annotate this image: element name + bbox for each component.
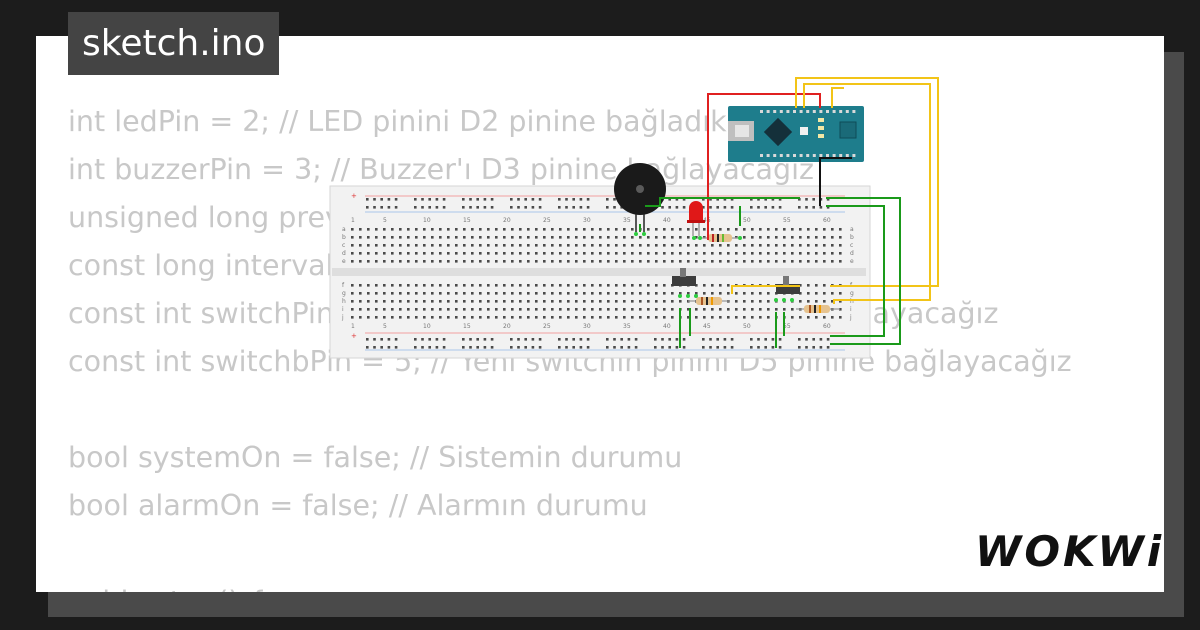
code-line: bool systemOn = false; // Sistemin durum… bbox=[68, 441, 683, 474]
wire-joints bbox=[634, 232, 794, 302]
svg-text:+: + bbox=[351, 332, 357, 340]
breadboard-row-letter: b bbox=[342, 234, 346, 241]
breadboard-column-number: 15 bbox=[463, 217, 471, 224]
resistor-icon bbox=[688, 234, 840, 313]
breadboard-row-letter: d bbox=[850, 250, 854, 257]
breadboard-column-number: 1 bbox=[351, 323, 355, 330]
breadboard-row-letter: g bbox=[342, 290, 346, 297]
slide-switch-icon bbox=[672, 268, 800, 294]
breadboard-row-letter: a bbox=[342, 226, 346, 233]
breadboard-column-number: 30 bbox=[583, 323, 591, 330]
breadboard-row-letter: f bbox=[342, 282, 345, 289]
breadboard-row-letter: e bbox=[850, 258, 854, 265]
breadboard-row-letter: b bbox=[850, 234, 854, 241]
breadboard-column-number: 40 bbox=[663, 323, 671, 330]
breadboard-column-number: 25 bbox=[543, 217, 551, 224]
breadboard-column-number: 45 bbox=[703, 217, 711, 224]
breadboard-column-number: 50 bbox=[743, 217, 751, 224]
wires bbox=[639, 77, 939, 348]
breadboard-column-number: 25 bbox=[543, 323, 551, 330]
breadboard-row-letter: c bbox=[850, 242, 853, 249]
breadboard-row-letter: j bbox=[849, 314, 852, 321]
breadboard-column-number: 55 bbox=[783, 217, 791, 224]
breadboard-column-number: 5 bbox=[383, 323, 387, 330]
breadboard-row-letter: c bbox=[342, 242, 345, 249]
code-line: int ledPin = 2; // LED pinini D2 pinine … bbox=[68, 105, 727, 138]
breadboard-column-number: 30 bbox=[583, 217, 591, 224]
sketch-title-badge: sketch.ino bbox=[68, 12, 280, 75]
breadboard-column-number: 50 bbox=[743, 323, 751, 330]
breadboard-row-letter: a bbox=[850, 226, 854, 233]
breadboard-column-number: 10 bbox=[423, 217, 431, 224]
wokwi-logo-text: WOKWi bbox=[975, 527, 1165, 576]
breadboard-column-number: 35 bbox=[623, 323, 631, 330]
breadboard-column-number: 1 bbox=[351, 217, 355, 224]
svg-text:+: + bbox=[351, 192, 357, 200]
wokwi-logo: WOKWi bbox=[975, 525, 1165, 585]
breadboard-row-letter: d bbox=[342, 250, 346, 257]
breadboard-row-letter: g bbox=[850, 290, 854, 297]
code-line: bool alarmOn = false; // Alarmın durumu bbox=[68, 489, 648, 522]
breadboard-row-letter: e bbox=[342, 258, 346, 265]
breadboard-row-letter: i bbox=[342, 306, 344, 313]
breadboard-row-letter: h bbox=[850, 298, 854, 305]
breadboard-column-number: 35 bbox=[623, 217, 631, 224]
breadboard-row-letter: h bbox=[342, 298, 346, 305]
breadboard-column-number: 60 bbox=[823, 323, 831, 330]
code-line: void setup() { bbox=[68, 578, 1072, 592]
breadboard-column-number: 5 bbox=[383, 217, 387, 224]
breadboard-column-number: 10 bbox=[423, 323, 431, 330]
breadboard-column-number: 20 bbox=[503, 217, 511, 224]
code-line: int buzzerPin = 3; // Buzzer'ı D3 pinine… bbox=[68, 153, 814, 186]
arduino-nano-icon bbox=[728, 106, 864, 162]
buzzer-icon bbox=[614, 163, 666, 232]
breadboard-row-letter: i bbox=[850, 306, 852, 313]
breadboard-column-number: 40 bbox=[663, 217, 671, 224]
breadboard-row-letter: j bbox=[341, 314, 344, 321]
breadboard-column-number: 45 bbox=[703, 323, 711, 330]
breadboard-column-number: 20 bbox=[503, 323, 511, 330]
breadboard-column-number: 60 bbox=[823, 217, 831, 224]
breadboard-column-number: 55 bbox=[783, 323, 791, 330]
breadboard-icon: 1155101015152020252530303535404045455050… bbox=[329, 185, 871, 359]
led-icon bbox=[687, 201, 705, 236]
breadboard-column-number: 15 bbox=[463, 323, 471, 330]
